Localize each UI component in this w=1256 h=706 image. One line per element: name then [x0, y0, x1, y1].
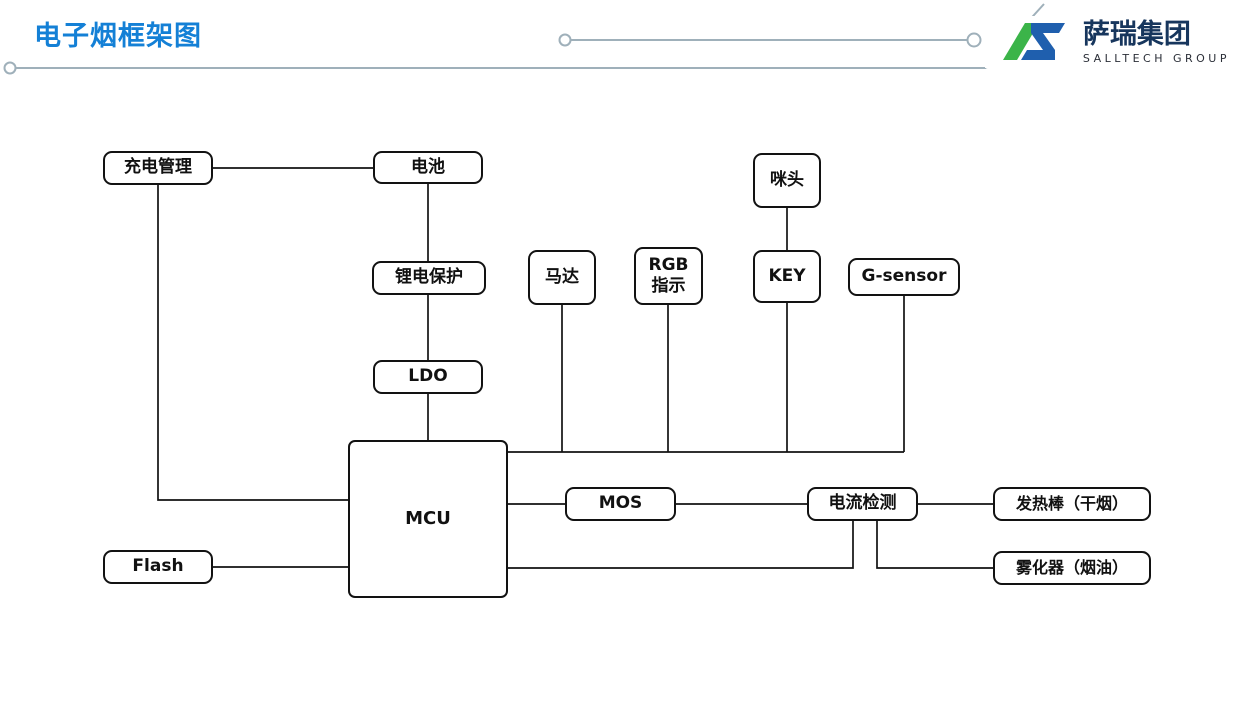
node-g-sensor: G-sensor: [848, 258, 960, 296]
decor-circle-right: [966, 32, 982, 48]
node-motor: 马达: [528, 250, 596, 305]
node-key: KEY: [753, 250, 821, 303]
page-title: 电子烟框架图: [34, 21, 202, 52]
node-flash: Flash: [103, 550, 213, 584]
node-ldo: LDO: [373, 360, 483, 394]
logo-text: 萨瑞集团 SALLTECH GROUP: [1083, 19, 1230, 64]
node-heating-rod: 发热棒（干烟）: [993, 487, 1151, 521]
node-li-protect: 锂电保护: [372, 261, 486, 295]
node-current-detect: 电流检测: [807, 487, 918, 521]
logo-subtitle: SALLTECH GROUP: [1082, 51, 1230, 65]
logo-company-name: 萨瑞集团: [1082, 19, 1191, 51]
decor-circle-left: [3, 61, 17, 75]
node-atomizer: 雾化器（烟油）: [993, 551, 1151, 585]
node-battery: 电池: [373, 151, 483, 184]
connector-lines: [157, 167, 993, 569]
node-mos: MOS: [565, 487, 676, 521]
company-logo: 萨瑞集团 SALLTECH GROUP: [984, 16, 1230, 68]
node-mcu: MCU: [348, 440, 508, 598]
node-rgb-indicator: RGB 指示: [634, 247, 703, 305]
decor-circle-mid: [558, 33, 572, 47]
node-charge-mgmt: 充电管理: [103, 151, 213, 185]
node-mic: 咪头: [753, 153, 821, 208]
logo-mark-icon: [1002, 23, 1065, 60]
